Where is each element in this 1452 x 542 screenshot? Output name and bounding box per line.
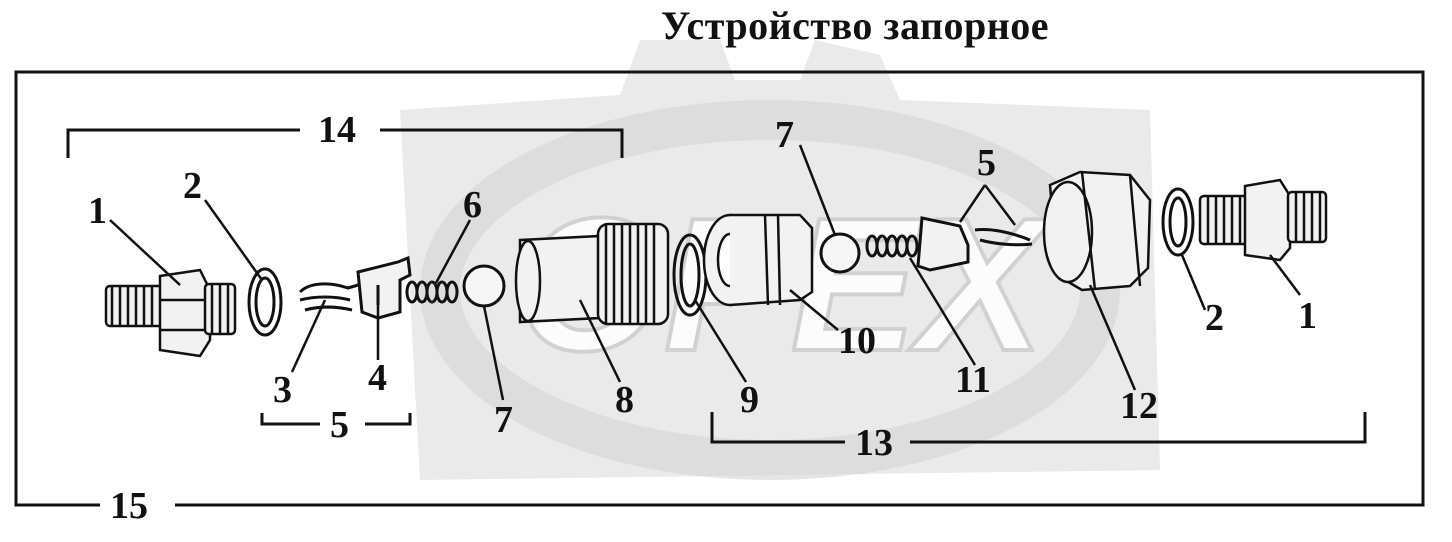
spring-clip [298, 281, 366, 312]
label-1-right: 1 [1298, 295, 1317, 337]
label-5-left: 5 [330, 404, 349, 446]
label-7-left: 7 [494, 399, 513, 441]
spring-right [865, 234, 919, 258]
bracket-5 [260, 413, 412, 426]
spring-left [405, 280, 459, 304]
fitting-left [104, 268, 237, 358]
part-labels: 1 2 3 4 5 6 7 8 9 7 10 11 5 12 2 1 13 14… [88, 109, 1317, 527]
union-nut [1042, 170, 1152, 292]
fitting-right [1198, 178, 1328, 262]
label-5-right: 5 [977, 142, 996, 184]
leader-lines [109, 144, 1301, 401]
seal-ring-left [247, 267, 283, 337]
bracket-13 [710, 412, 1367, 444]
label-11: 11 [955, 359, 991, 401]
label-10: 10 [838, 320, 876, 362]
bracket-14 [66, 128, 624, 158]
label-8: 8 [615, 379, 634, 421]
label-1-left: 1 [88, 190, 107, 232]
seal-ring-right [1161, 187, 1195, 257]
label-15: 15 [110, 485, 148, 527]
label-9: 9 [740, 379, 759, 421]
ball-left [462, 264, 506, 308]
assembly-frame-15 [14, 70, 1425, 507]
ball-right [819, 232, 861, 274]
diagram-title: Устройство запорное [660, 3, 1050, 48]
label-2-right: 2 [1205, 297, 1224, 339]
label-4: 4 [368, 357, 387, 399]
sleeve [702, 213, 814, 307]
retainer-right [916, 216, 1033, 272]
label-7-right: 7 [775, 114, 794, 156]
label-3: 3 [273, 369, 292, 411]
retainer-clip [356, 255, 412, 320]
label-12: 12 [1120, 385, 1158, 427]
label-6: 6 [463, 184, 482, 226]
valve-body [514, 222, 670, 326]
label-2-left: 2 [183, 165, 202, 207]
label-13: 13 [855, 422, 893, 464]
label-14: 14 [318, 109, 356, 151]
